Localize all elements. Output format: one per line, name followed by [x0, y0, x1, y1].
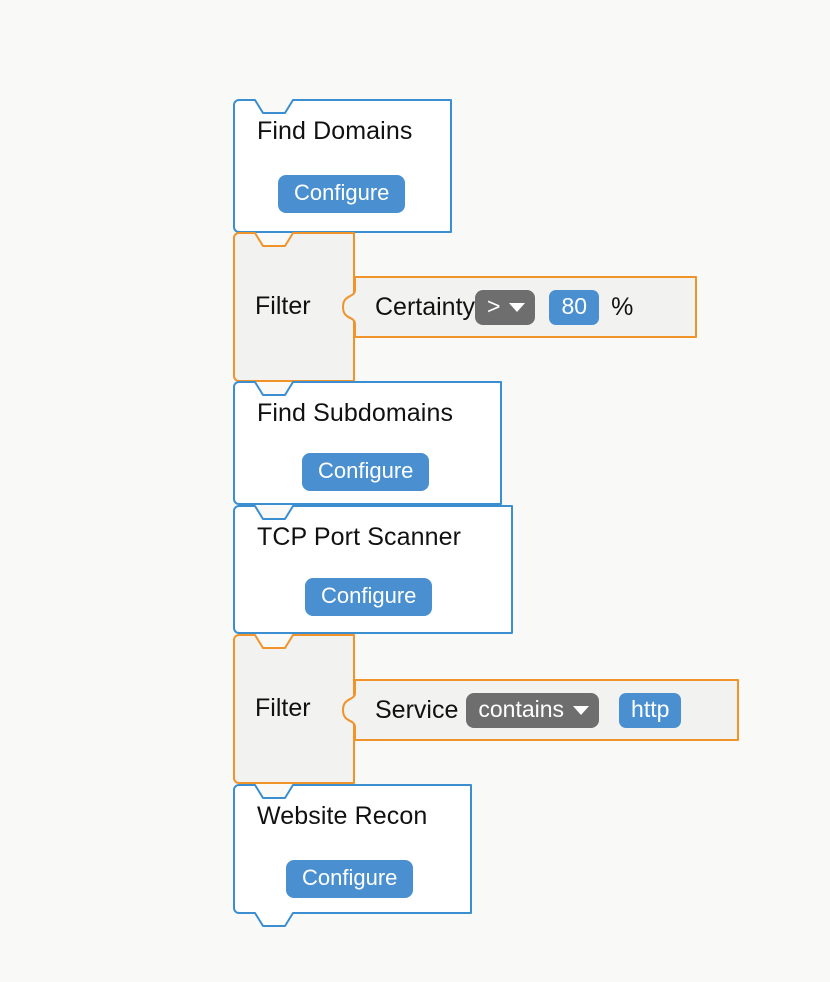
block-tcp-port-scanner[interactable]: TCP Port Scanner Configure	[233, 505, 514, 634]
block-filter-certainty[interactable]: Filter	[233, 232, 355, 382]
condition-field-label: Certainty	[375, 292, 476, 321]
condition-row: Certainty > 80 %	[337, 276, 633, 338]
condition-operator-select[interactable]: >	[475, 289, 536, 325]
chevron-down-icon	[573, 705, 590, 715]
configure-button[interactable]: Configure	[305, 578, 433, 616]
block-find-subdomains[interactable]: Find Subdomains Configure	[233, 381, 503, 505]
filter-label: Filter	[255, 292, 311, 320]
condition-field-label: Service	[375, 695, 459, 724]
condition-row: Service contains http	[337, 679, 693, 741]
block-website-recon[interactable]: Website Recon Configure	[233, 784, 473, 927]
condition-value-input[interactable]: http	[619, 692, 682, 728]
condition-unit-label: %	[611, 292, 634, 321]
condition-operator-label: contains	[478, 695, 565, 722]
block-find-domains[interactable]: Find Domains Configure	[233, 99, 457, 233]
filter-label: Filter	[255, 694, 311, 722]
condition-operator-label: >	[487, 292, 501, 319]
configure-button[interactable]: Configure	[278, 175, 406, 213]
condition-operator-select[interactable]: contains	[466, 692, 600, 728]
block-title: Website Recon	[257, 802, 428, 830]
condition-service[interactable]: Service contains http	[337, 679, 739, 741]
condition-certainty[interactable]: Certainty > 80 %	[337, 276, 697, 338]
block-title: Find Subdomains	[257, 399, 454, 427]
block-title: TCP Port Scanner	[257, 523, 462, 551]
condition-value-input[interactable]: 80	[549, 289, 600, 325]
configure-button[interactable]: Configure	[302, 453, 430, 491]
block-filter-service[interactable]: Filter	[233, 634, 355, 784]
chevron-down-icon	[509, 302, 526, 312]
configure-button[interactable]: Configure	[286, 860, 414, 898]
block-title: Find Domains	[257, 117, 413, 145]
